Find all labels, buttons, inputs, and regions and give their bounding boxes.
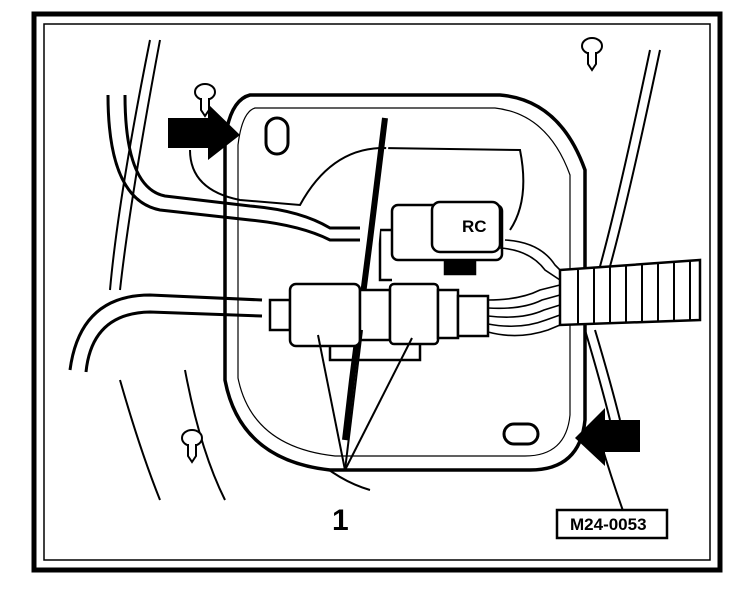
body-panel-lines	[109, 39, 661, 531]
corrugated-conduit	[558, 258, 702, 327]
reference-code-box	[555, 508, 669, 540]
callout-label: 1	[332, 504, 349, 537]
mounting-clip-icon	[181, 37, 603, 464]
direction-arrow-icon	[168, 104, 640, 466]
callout-leaders	[317, 329, 413, 471]
lower-connector	[268, 282, 490, 362]
bracket-inner-edge	[237, 107, 571, 457]
upper-connector: RC	[378, 200, 504, 282]
bracket-slot-upper	[264, 116, 290, 156]
arrow-lower-right	[575, 408, 640, 466]
cable-lower-left	[68, 293, 263, 373]
bracket-slot-lower	[502, 422, 540, 446]
cable-upper-left	[106, 94, 360, 242]
svg-text:RC: RC	[462, 217, 487, 236]
cable-loop	[189, 146, 525, 231]
reference-code: M24-0053	[570, 515, 647, 534]
wire-bundle	[487, 239, 566, 337]
arrow-upper-left	[168, 104, 240, 160]
illustration-border	[43, 23, 711, 561]
